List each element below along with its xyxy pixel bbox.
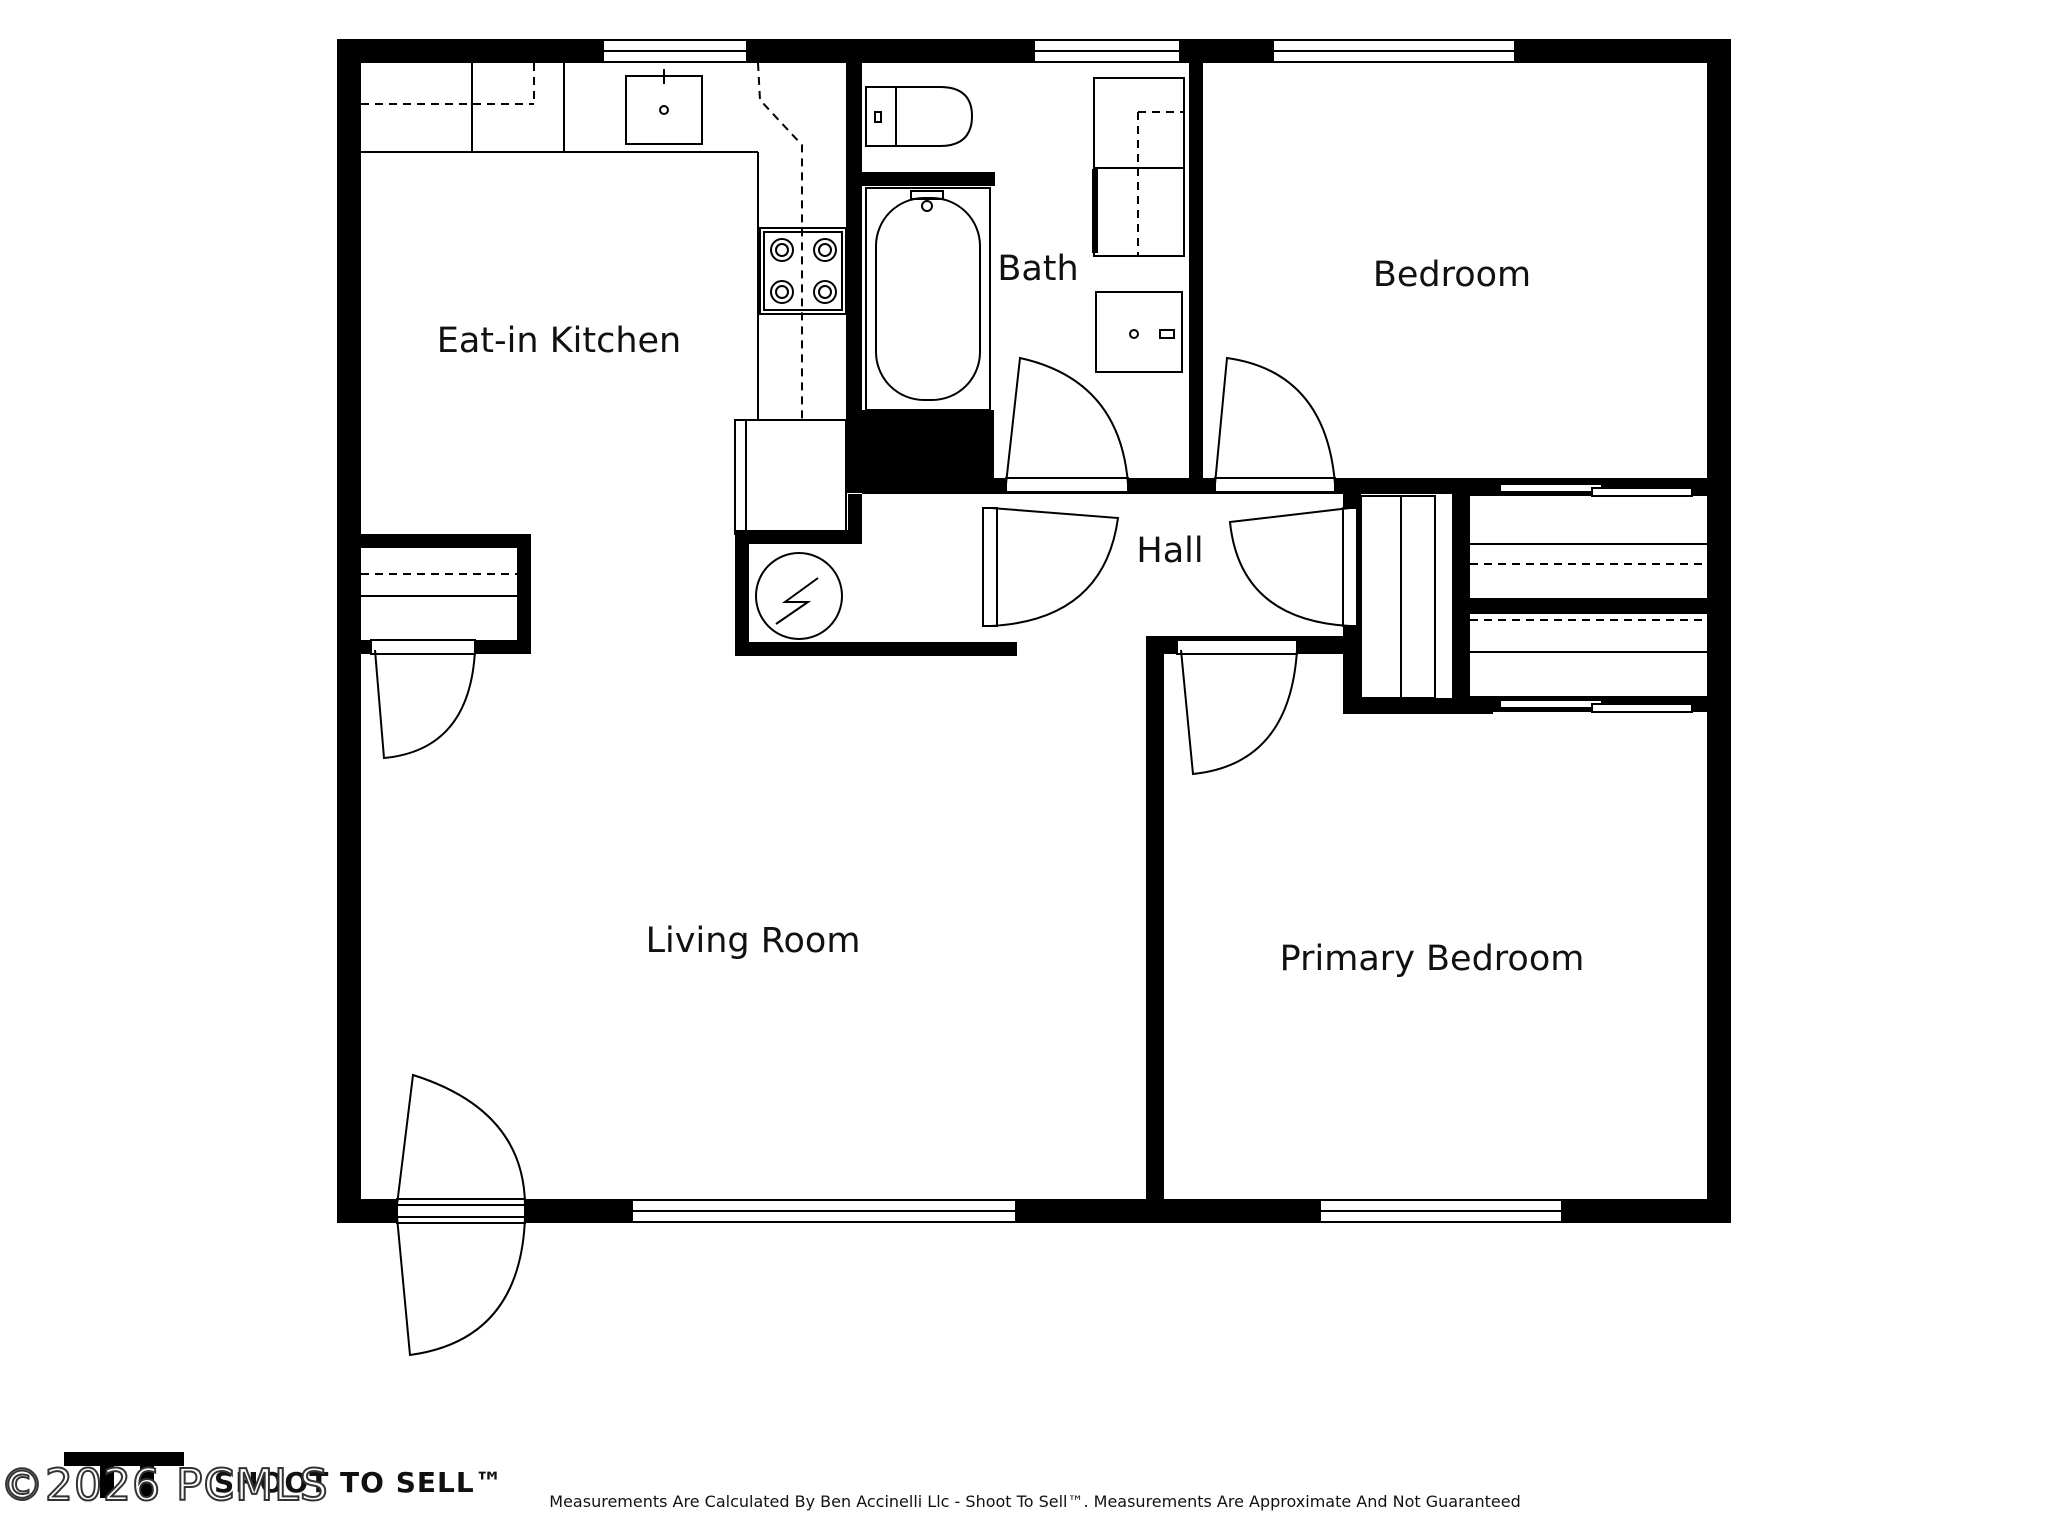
brand-logo: SHOOT TO SELL™ [64,1452,504,1499]
interior-walls [361,39,1707,1210]
doors [370,356,1358,1357]
stove [759,227,847,315]
bathtub [865,187,991,411]
toilet [865,86,897,147]
bath-fixtures [861,77,1185,411]
windows [602,39,1563,1223]
room-labels: Eat-in Kitchen Bath Bedroom Hall Living … [437,249,1585,979]
label-kitchen: Eat-in Kitchen [437,321,682,361]
kitchen-sink [625,75,703,145]
kitchen-fixtures [361,62,847,640]
measurement-note: Measurements Are Calculated By Ben Accin… [549,1492,1520,1511]
label-hall: Hall [1136,531,1203,571]
footer: SHOOT TO SELL™ ©2026 PCMLS Measurements … [0,1452,1521,1512]
brand-text: SHOOT TO SELL™ [214,1466,504,1499]
watermark: ©2026 PCMLS [0,1460,329,1511]
left-closet-shelf [361,573,517,597]
label-primary: Primary Bedroom [1280,939,1585,979]
bath-sink [1095,291,1183,373]
label-bedroom: Bedroom [1373,255,1531,295]
label-living: Living Room [646,921,861,961]
exterior-walls [337,39,1731,1223]
closets [1360,483,1707,713]
label-bath: Bath [997,249,1078,289]
water-heater [755,552,843,640]
refrigerator [734,419,847,535]
